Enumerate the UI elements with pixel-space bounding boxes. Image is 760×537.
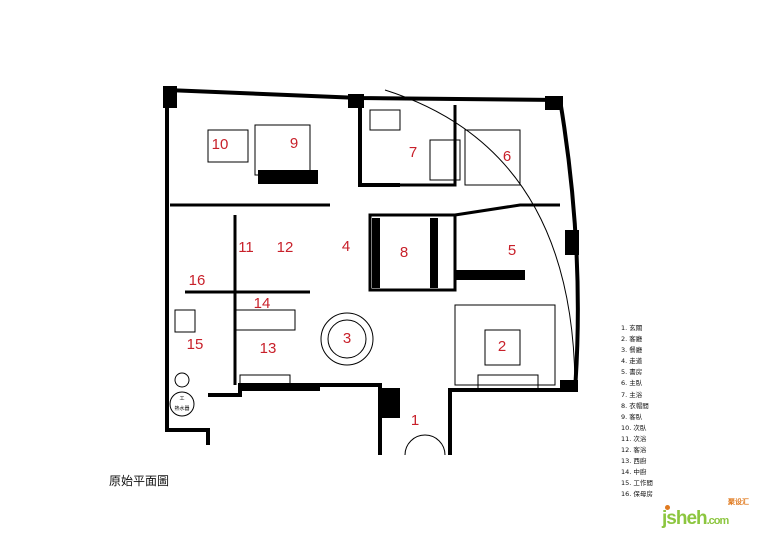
room-number-1: 1 [411, 412, 419, 429]
room-number-15: 15 [187, 336, 204, 353]
furniture [169, 89, 576, 456]
plan-title: 原始平面圖 [109, 474, 170, 488]
legend-item: 2. 客廳 [621, 335, 643, 344]
room-number-10: 10 [212, 136, 229, 153]
room-number-6: 6 [503, 148, 511, 165]
room-number-13: 13 [260, 340, 277, 357]
legend-item: 4. 走道 [621, 357, 643, 366]
room-number-2: 2 [498, 338, 506, 355]
room-number-11: 11 [238, 239, 254, 256]
room-numbers: 1 2 3 4 5 6 7 8 9 10 11 12 13 14 15 16 [187, 135, 517, 429]
room-number-5: 5 [508, 242, 516, 259]
legend-item: 9. 客臥 [621, 412, 643, 421]
logo-dot-icon [665, 505, 670, 510]
room-number-3: 3 [343, 330, 351, 347]
legend-item: 1. 玄關 [621, 324, 643, 332]
legend-item: 8. 衣帽間 [621, 401, 649, 410]
water-heater-label: 熱水器 [174, 405, 189, 412]
room-legend: 1. 玄關 2. 客廳 3. 餐廳 4. 走道 5. 書房 6. 主臥 7. 主… [621, 323, 653, 501]
legend-item: 5. 書房 [621, 368, 643, 377]
legend-item: 10. 次臥 [621, 423, 647, 432]
watermark-logo: jsheh.com 聚设汇 [662, 499, 749, 532]
room-number-9: 9 [290, 135, 298, 152]
legend-item: 15. 工作間 [621, 479, 653, 488]
room-number-8: 8 [400, 244, 408, 261]
logo-cn: 聚设汇 [728, 499, 749, 506]
legend-item: 13. 西廚 [621, 457, 647, 466]
heater-mark: 工 [179, 396, 184, 402]
legend-item: 7. 主浴 [621, 390, 643, 399]
legend-item: 14. 中廚 [621, 468, 647, 477]
walls [165, 88, 580, 455]
logo-tld: .com [706, 515, 730, 527]
logo-brand: jsheh [662, 508, 708, 529]
room-number-7: 7 [409, 144, 417, 161]
legend-item: 3. 餐廳 [621, 346, 643, 355]
legend-item: 11. 次浴 [621, 434, 647, 443]
legend-item: 6. 主臥 [621, 379, 643, 388]
legend-item: 12. 客浴 [621, 446, 647, 455]
room-number-16: 16 [189, 272, 206, 289]
wall-blocks [163, 86, 579, 418]
room-number-14: 14 [254, 295, 271, 312]
room-number-12: 12 [277, 239, 294, 256]
room-number-4: 4 [342, 238, 350, 255]
legend-item: 16. 保母房 [621, 490, 653, 499]
